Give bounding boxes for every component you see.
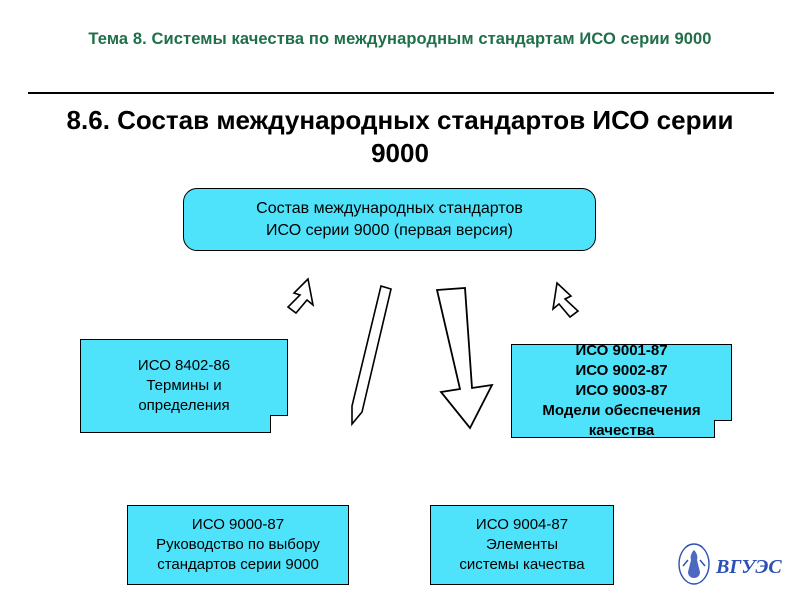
statue-icon [678, 543, 710, 585]
header-divider-thin [28, 93, 388, 94]
page-title: 8.6. Состав международных стандартов ИСО… [66, 105, 734, 169]
box-iso-8402: ИСО 8402-86 Термины и определения [80, 339, 288, 433]
topic-title: Тема 8. Системы качества по международны… [88, 30, 712, 48]
arrow-thin-vertical [351, 284, 392, 427]
arrow-to-right-box [551, 281, 580, 319]
arrow-to-left-box [286, 277, 315, 315]
box-iso-9000-87-label: ИСО 9000-87 Руководство по выбору станда… [156, 516, 320, 573]
arrow-big-down [435, 287, 494, 430]
box-root: Состав международных стандартов ИСО сери… [183, 188, 596, 251]
box-iso-9000-87: ИСО 9000-87 Руководство по выбору станда… [127, 505, 349, 585]
box-iso-9004-87-label: ИСО 9004-87 Элементы системы качества [459, 516, 585, 573]
box-iso-9004-87: ИСО 9004-87 Элементы системы качества [430, 505, 614, 585]
box-iso-900x-models: ИСО 9001-87 ИСО 9002-87 ИСО 9003-87 Моде… [511, 342, 732, 439]
logo: ВГУЭС [670, 542, 782, 588]
box-iso-900x-models-label: ИСО 9001-87 ИСО 9002-87 ИСО 9003-87 Моде… [542, 342, 701, 439]
header-divider-thick [28, 92, 774, 94]
box-root-label: Состав международных стандартов ИСО сери… [256, 200, 523, 239]
logo-text: ВГУЭС [715, 556, 782, 578]
box-iso-8402-label: ИСО 8402-86 Термины и определения [137, 357, 231, 414]
